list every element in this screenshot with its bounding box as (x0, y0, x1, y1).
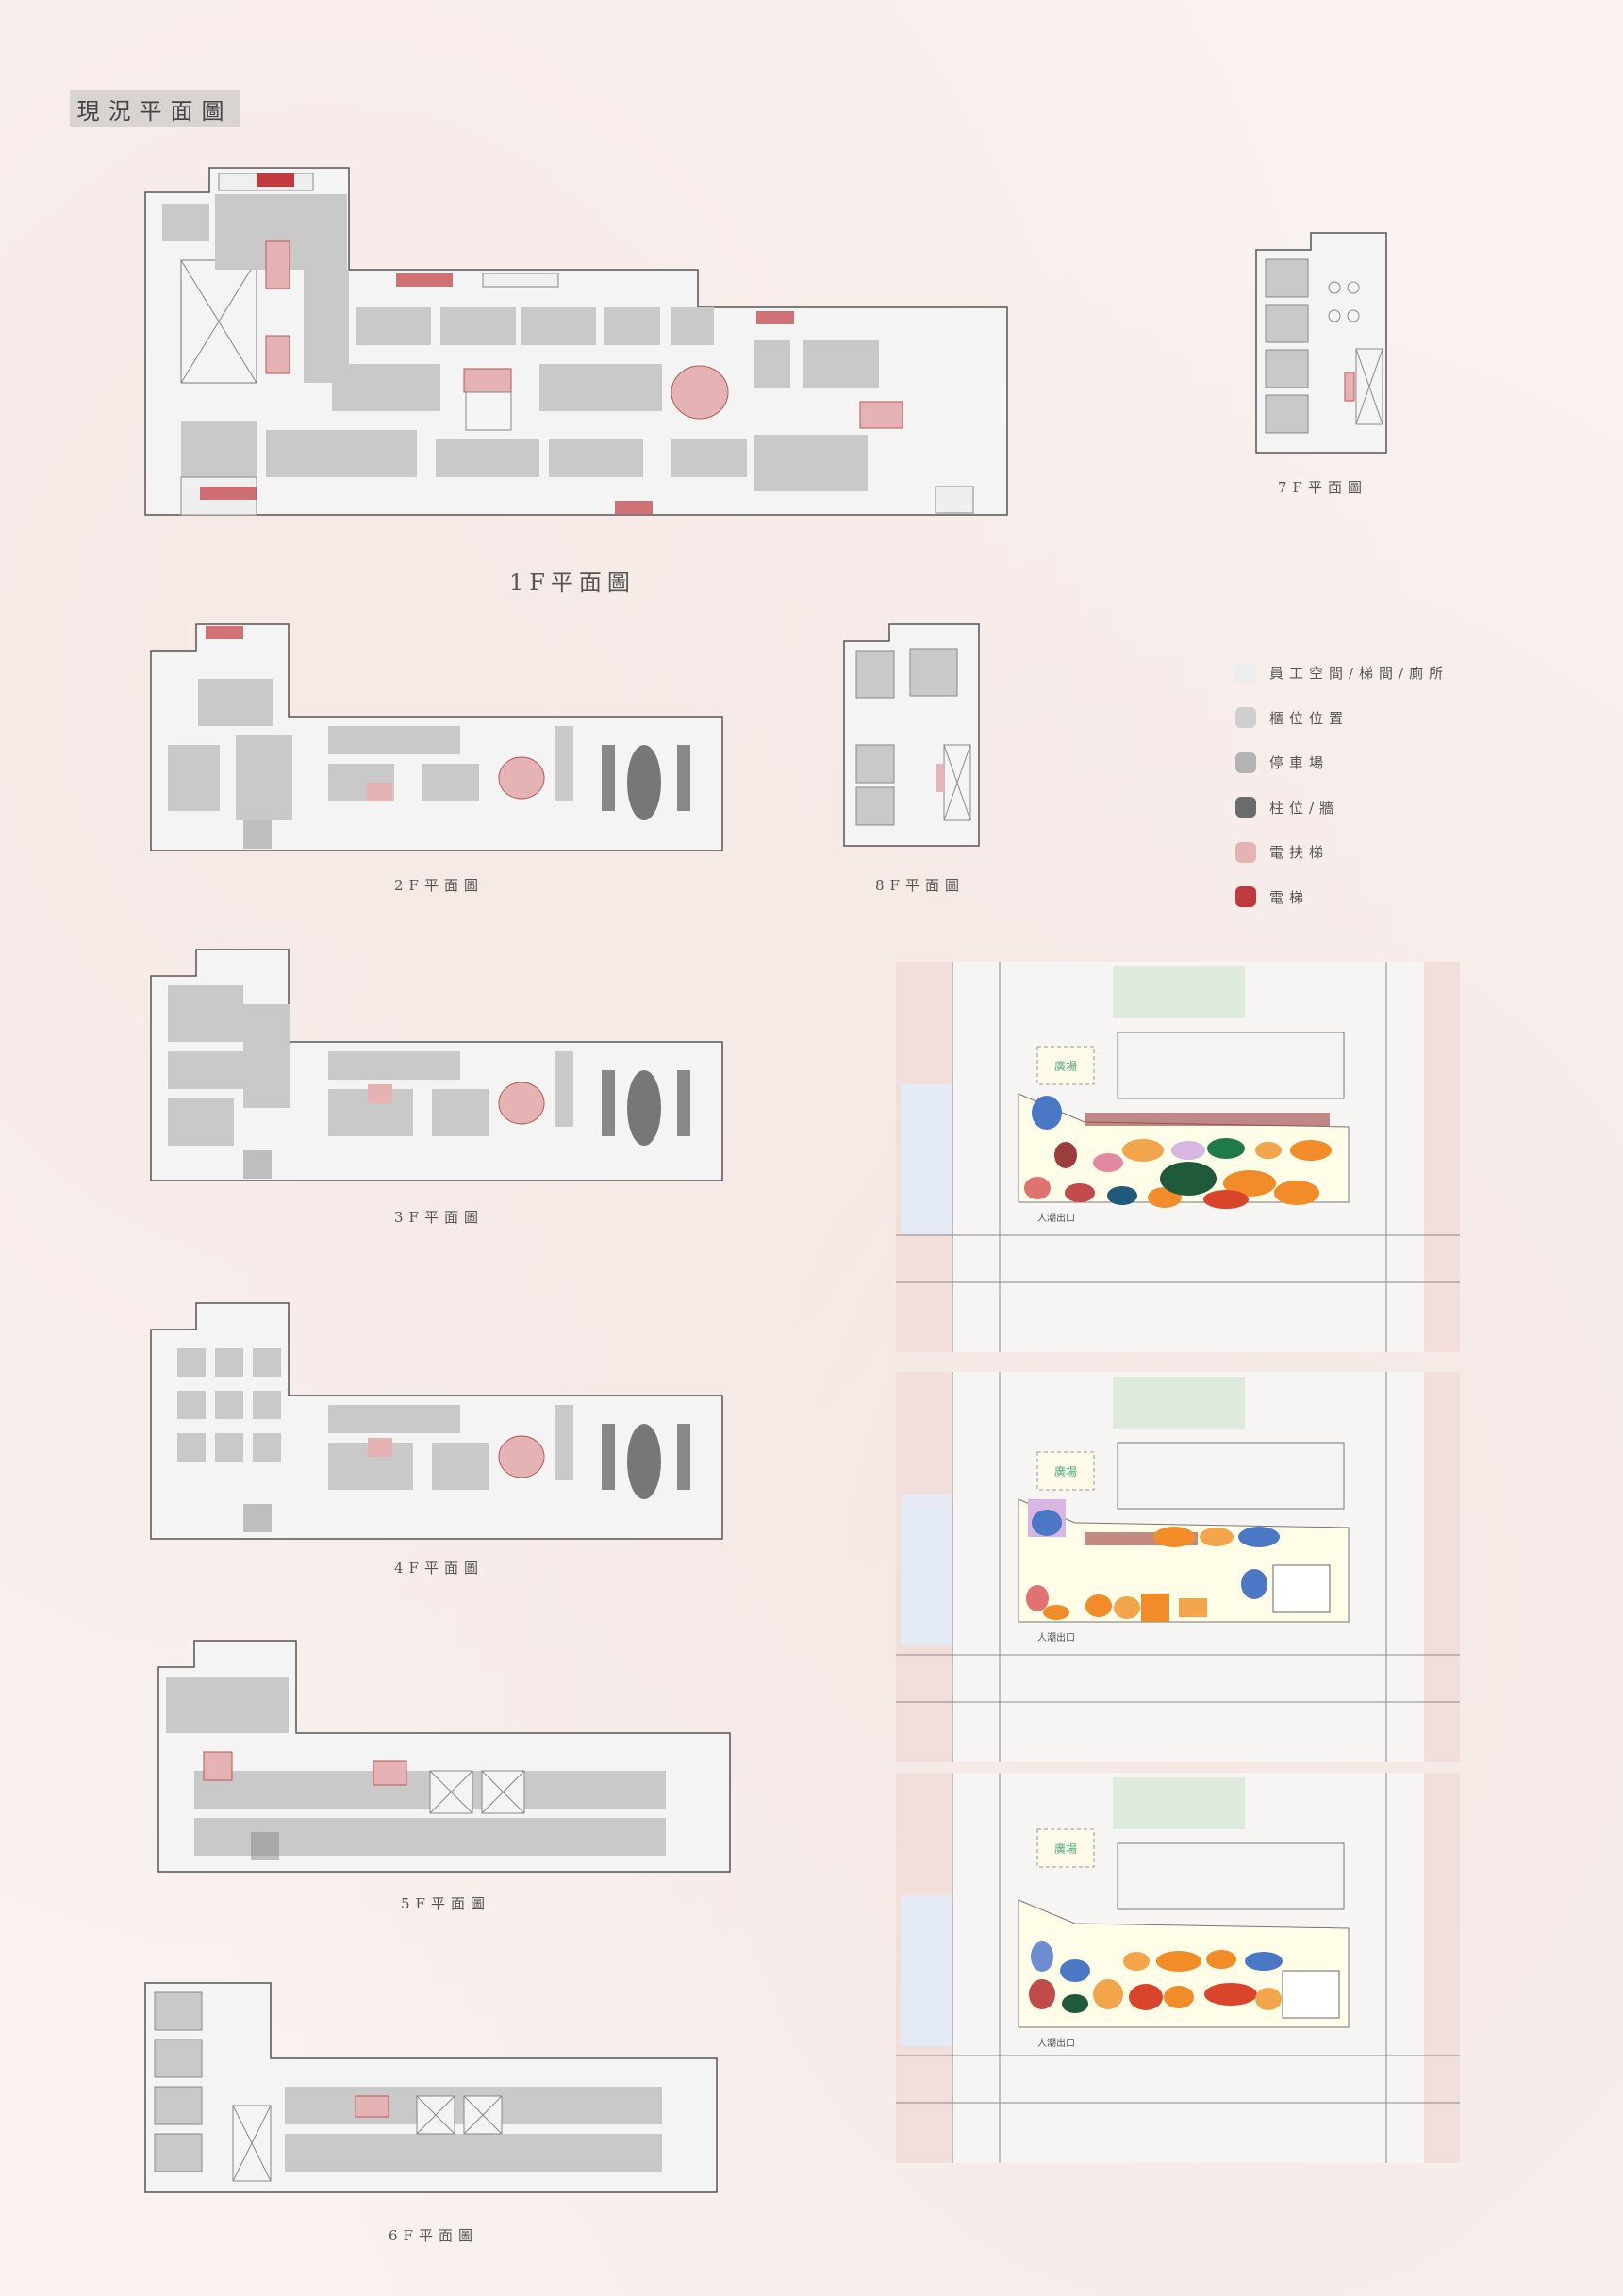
legend-item: 柱位/牆 (1235, 785, 1449, 831)
legend-item: 櫃位位置 (1235, 696, 1449, 741)
floor-plan-3f (149, 948, 724, 1183)
legend-swatch (1235, 797, 1256, 818)
plaza-label: 廣場 (1054, 1060, 1077, 1073)
legend-label: 櫃位位置 (1269, 709, 1350, 727)
floor-plan-caption-3f: 3F平面圖 (394, 1209, 484, 1226)
floor-plan-4f (149, 1301, 724, 1542)
legend-item: 電梯 (1235, 875, 1449, 920)
floor-plan-6f (143, 1964, 719, 2195)
floor-plan-1f (143, 166, 1009, 522)
floor-plan-caption-8f: 8F平面圖 (875, 877, 965, 894)
floor-plan-caption-4f: 4F平面圖 (394, 1560, 484, 1577)
site-sketch-3: 廣場 人潮出口 (896, 1773, 1460, 2163)
legend-item: 停車場 (1235, 740, 1449, 785)
legend-label: 柱位/牆 (1269, 799, 1340, 817)
entrance-label: 人潮出口 (1037, 1212, 1075, 1224)
legend: 員工空間/梯間/廁所 櫃位位置 停車場 柱位/牆 電扶梯 電梯 (1235, 651, 1449, 919)
plaza-label: 廣場 (1054, 1465, 1077, 1478)
legend-swatch (1235, 662, 1256, 684)
floor-plan-caption-1f: 1F平面圖 (509, 570, 636, 596)
floor-plan-2f (149, 622, 724, 853)
legend-swatch (1235, 841, 1256, 863)
floor-plan-caption-5f: 5F平面圖 (401, 1895, 490, 1912)
floor-plan-7f (1254, 231, 1391, 455)
legend-swatch (1235, 707, 1256, 729)
legend-swatch (1235, 752, 1256, 773)
floor-plan-caption-6f: 6F平面圖 (389, 2227, 478, 2244)
legend-item: 電扶梯 (1235, 830, 1449, 875)
site-sketch-2: 廣場 人潮出口 (896, 1372, 1460, 1762)
entrance-label: 人潮出口 (1037, 2037, 1075, 2049)
legend-label: 員工空間/梯間/廁所 (1269, 665, 1449, 683)
site-sketch-1: 廣場 人潮出口 (896, 962, 1460, 1352)
plaza-label: 廣場 (1054, 1842, 1077, 1856)
legend-label: 電扶梯 (1269, 844, 1330, 862)
legend-label: 電梯 (1269, 888, 1310, 906)
legend-item: 員工空間/梯間/廁所 (1235, 651, 1449, 696)
floor-plan-caption-2f: 2F平面圖 (394, 877, 484, 894)
floor-plan-caption-7f: 7F平面圖 (1278, 479, 1367, 496)
floor-plan-8f (842, 622, 984, 849)
floor-plan-5f (157, 1639, 732, 1875)
legend-swatch (1235, 886, 1256, 908)
legend-label: 停車場 (1269, 754, 1330, 772)
page-title: 現況平面圖 (70, 90, 240, 127)
entrance-label: 人潮出口 (1037, 1631, 1075, 1644)
